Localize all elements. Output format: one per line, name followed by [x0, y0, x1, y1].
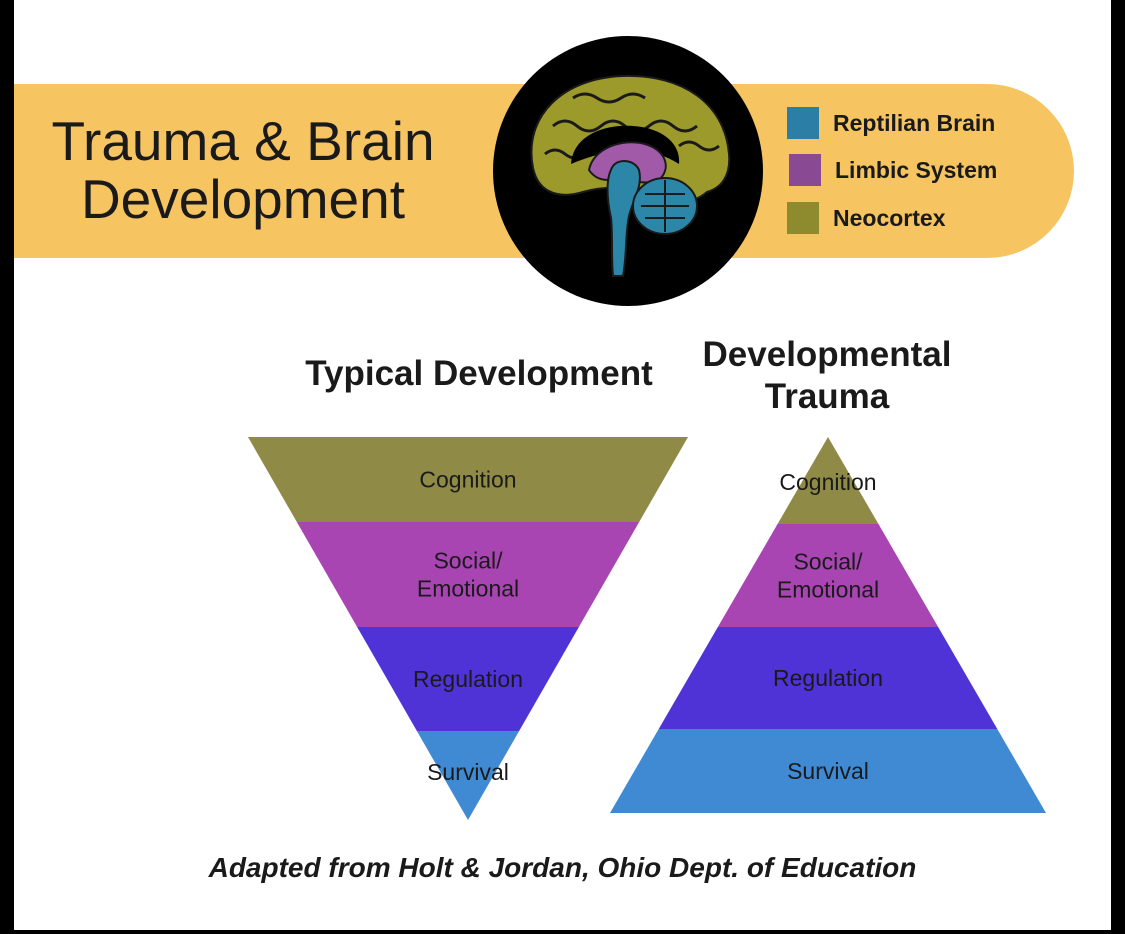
typical-title: Typical Development: [305, 354, 653, 393]
legend-label: Reptilian Brain: [833, 109, 996, 136]
typical-layer-label: Survival: [427, 759, 509, 785]
trauma-layer-label: Survival: [787, 758, 869, 784]
legend-item-neocortex: Neocortex: [787, 201, 945, 235]
legend-label: Neocortex: [833, 204, 946, 231]
trauma-title: Developmental Trauma: [702, 335, 952, 416]
legend-item-reptilian: Reptilian Brain: [787, 106, 995, 140]
pyramid-diagrams: CognitionSocial/EmotionalRegulationSurvi…: [248, 437, 1046, 820]
title-line-2: Development: [80, 168, 406, 230]
trauma-layer-label: Regulation: [773, 665, 883, 691]
title-line-1: Trauma & Brain: [51, 110, 435, 172]
trauma-layer-cognition: [777, 437, 879, 524]
source-citation: Adapted from Holt & Jordan, Ohio Dept. o…: [208, 852, 917, 883]
legend-swatch: [787, 202, 819, 234]
legend-swatch: [787, 107, 819, 139]
typical-layer-regulation: [357, 627, 579, 731]
trauma-layer-social-emotional: [717, 524, 939, 627]
legend-item-limbic: Limbic System: [789, 153, 997, 187]
legend-label: Limbic System: [835, 156, 998, 183]
typical-layer-cognition: [248, 437, 688, 522]
page-title: Trauma & Brain Development: [28, 112, 458, 228]
brain-cross-section-icon: [530, 74, 731, 277]
trauma-layer-regulation: [658, 627, 998, 729]
typical-layer-survival: [416, 731, 520, 820]
infographic: Trauma & Brain Development Reptilian Bra…: [14, 0, 1111, 930]
trauma-layer-label: Cognition: [779, 469, 876, 495]
trauma-layer-label: Social/Emotional: [777, 549, 879, 603]
typical-layer-label: Cognition: [419, 467, 516, 493]
trauma-layer-survival: [610, 729, 1046, 813]
typical-layer-label: Social/Emotional: [417, 548, 519, 602]
typical-layer-label: Regulation: [413, 666, 523, 692]
legend-swatch: [789, 154, 821, 186]
brain-illustration: [493, 36, 763, 306]
typical-layer-social-emotional: [296, 522, 640, 627]
